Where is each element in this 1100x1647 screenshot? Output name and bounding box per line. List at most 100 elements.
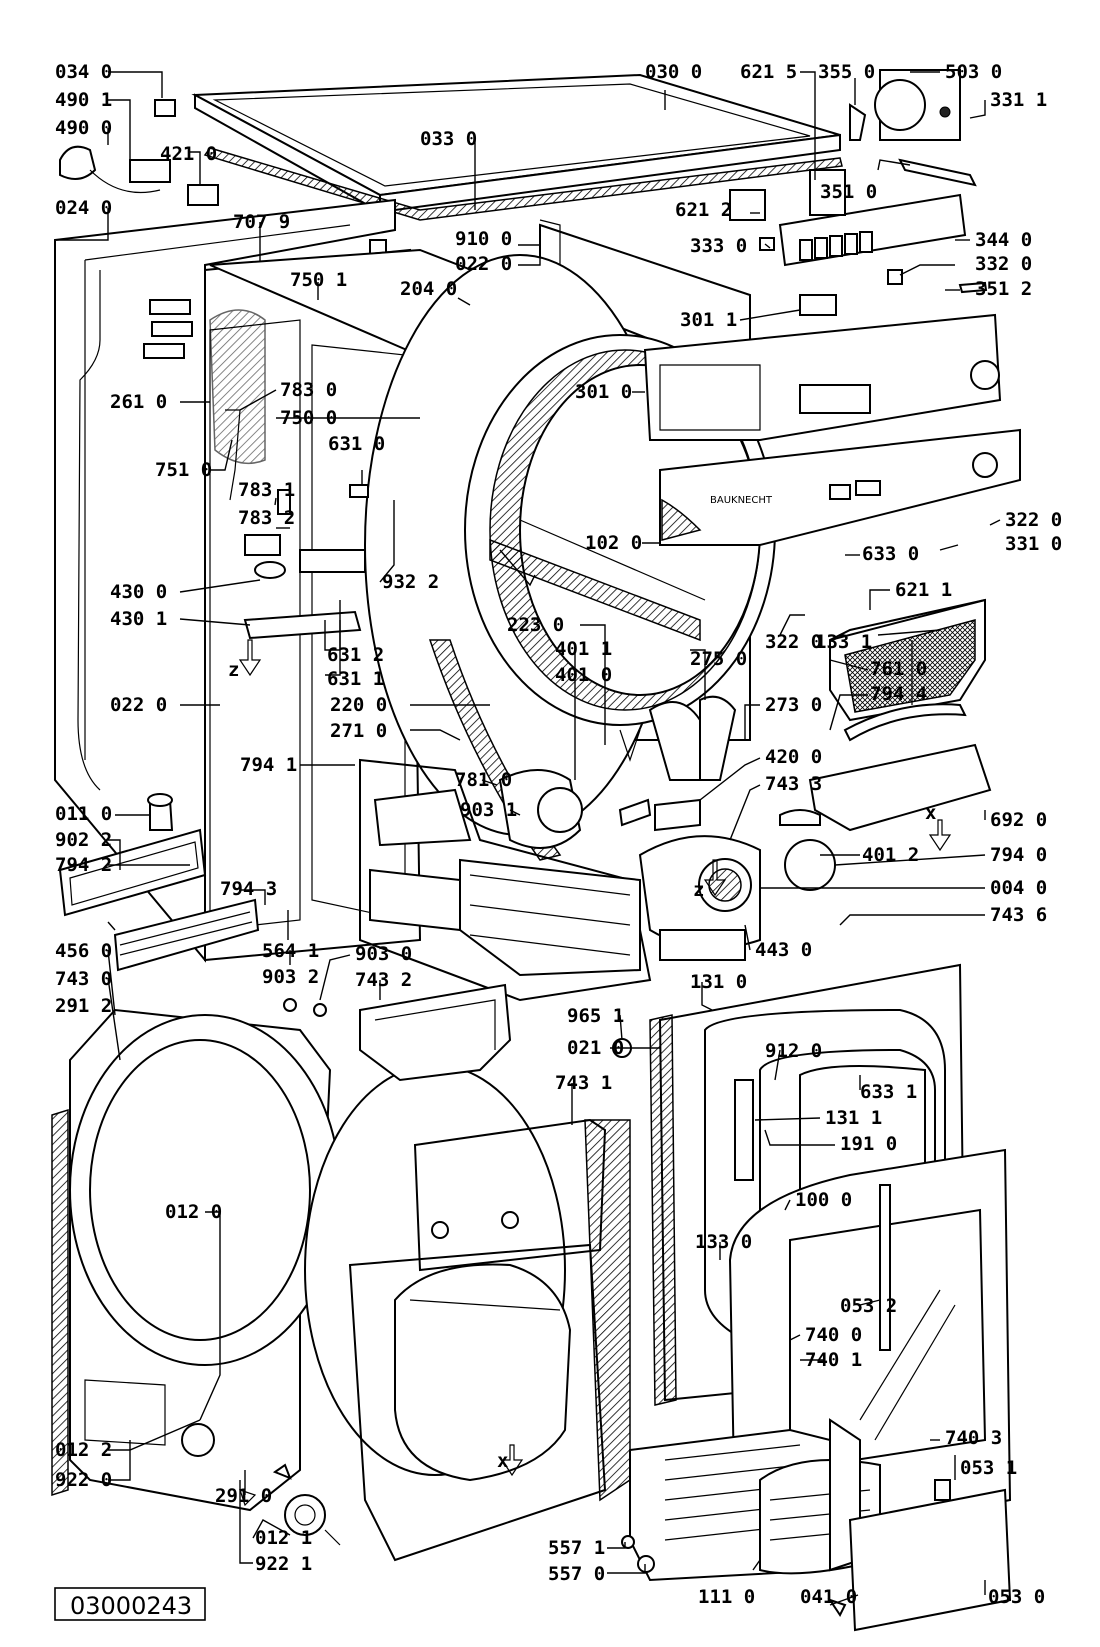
part-label-012-0: 012 0 bbox=[165, 1201, 222, 1223]
part-label-x-1: x bbox=[925, 802, 936, 824]
part-label-100-0: 100 0 bbox=[795, 1189, 852, 1211]
part-label-011-0: 011 0 bbox=[55, 803, 112, 825]
part-label-420-0: 420 0 bbox=[765, 746, 822, 768]
duct-cover-part bbox=[283, 983, 512, 1082]
part-label-331-1a: 331 1 bbox=[990, 89, 1047, 111]
document-number-box: 03000243 bbox=[54, 1587, 206, 1621]
part-label-443-0: 443 0 bbox=[755, 939, 812, 961]
part-label-223-0: 223 0 bbox=[507, 614, 564, 636]
part-label-220-0: 220 0 bbox=[330, 694, 387, 716]
part-label-204-0: 204 0 bbox=[400, 278, 457, 300]
part-label-041-0: 041 0 bbox=[800, 1586, 857, 1608]
part-label-794-0: 794 0 bbox=[990, 844, 1047, 866]
part-label-794-4: 794 4 bbox=[870, 683, 927, 705]
part-label-021-0: 021 0 bbox=[567, 1037, 624, 1059]
part-label-922-0: 922 0 bbox=[55, 1469, 112, 1491]
part-label-133-0: 133 0 bbox=[695, 1231, 752, 1253]
part-label-053-0: 053 0 bbox=[988, 1586, 1045, 1608]
heating-element-part bbox=[58, 793, 260, 972]
part-label-750-1: 750 1 bbox=[290, 269, 347, 291]
svg-text:BAUKNECHT: BAUKNECHT bbox=[710, 495, 773, 506]
part-label-024-0: 024 0 bbox=[55, 197, 112, 219]
part-label-322-0a: 322 0 bbox=[1005, 509, 1062, 531]
part-label-965-1: 965 1 bbox=[567, 1005, 624, 1027]
motor-assembly-part bbox=[498, 695, 761, 949]
part-label-621-2: 621 2 bbox=[675, 199, 732, 221]
document-number: 03000243 bbox=[70, 1592, 192, 1620]
part-label-743-6: 743 6 bbox=[990, 904, 1047, 926]
part-label-401-1: 401 1 bbox=[555, 638, 612, 660]
part-label-351-2: 351 2 bbox=[975, 278, 1032, 300]
part-label-743-0: 743 0 bbox=[55, 968, 112, 990]
part-label-351-0: 351 0 bbox=[820, 181, 877, 203]
part-label-004-0: 004 0 bbox=[990, 877, 1047, 899]
part-label-910-0: 910 0 bbox=[455, 228, 512, 250]
part-label-033-0: 033 0 bbox=[420, 128, 477, 150]
part-label-922-1: 922 1 bbox=[255, 1553, 312, 1575]
part-label-631-1: 631 1 bbox=[327, 668, 384, 690]
part-label-912-0: 912 0 bbox=[765, 1040, 822, 1062]
small-components-part bbox=[59, 99, 219, 206]
filter-assembly-part bbox=[808, 598, 992, 832]
part-label-133-1: 133 1 bbox=[815, 631, 872, 653]
part-label-430-1: 430 1 bbox=[110, 608, 167, 630]
part-label-490-1: 490 1 bbox=[55, 89, 112, 111]
part-label-503-0: 503 0 bbox=[945, 61, 1002, 83]
part-label-053-2: 053 2 bbox=[840, 1295, 897, 1317]
kick-plate-part bbox=[827, 1479, 1012, 1632]
part-label-707-9: 707 9 bbox=[233, 211, 290, 233]
rear-drum-panel-part bbox=[51, 1008, 341, 1512]
part-label-902-2: 902 2 bbox=[55, 829, 112, 851]
part-label-053-1: 053 1 bbox=[960, 1457, 1017, 1479]
part-label-291-2: 291 2 bbox=[55, 995, 112, 1017]
part-label-633-0: 633 0 bbox=[862, 543, 919, 565]
front-drum-support-part bbox=[304, 1064, 631, 1562]
part-label-333-0: 333 0 bbox=[690, 235, 747, 257]
part-label-740-0: 740 0 bbox=[805, 1324, 862, 1346]
part-label-261-0: 261 0 bbox=[110, 391, 167, 413]
part-label-191-0: 191 0 bbox=[840, 1133, 897, 1155]
part-label-102-0: 102 0 bbox=[585, 532, 642, 554]
part-label-621-5: 621 5 bbox=[740, 61, 797, 83]
part-label-111-0: 111 0 bbox=[698, 1586, 755, 1608]
part-label-743-3: 743 3 bbox=[765, 773, 822, 795]
part-label-z-1: z bbox=[228, 659, 239, 681]
leader-lines bbox=[55, 71, 1001, 1606]
part-label-030-0: 030 0 bbox=[645, 61, 702, 83]
part-label-751-0: 751 0 bbox=[155, 459, 212, 481]
parts-drawing: BAUKNECHT bbox=[51, 69, 1021, 1632]
side-panel-part bbox=[204, 248, 422, 962]
part-label-794-2: 794 2 bbox=[55, 854, 112, 876]
part-label-740-3: 740 3 bbox=[945, 1427, 1002, 1449]
part-label-430-0: 430 0 bbox=[110, 581, 167, 603]
part-label-903-1: 903 1 bbox=[460, 799, 517, 821]
part-label-z-2: z bbox=[693, 879, 704, 901]
rear-panel-part bbox=[54, 198, 396, 963]
part-label-903-0: 903 0 bbox=[355, 943, 412, 965]
part-label-275-0: 275 0 bbox=[690, 648, 747, 670]
part-label-740-1: 740 1 bbox=[805, 1349, 862, 1371]
part-label-783-2: 783 2 bbox=[238, 507, 295, 529]
part-label-761-0: 761 0 bbox=[870, 658, 927, 680]
control-panel-part: BAUKNECHT bbox=[643, 313, 1021, 546]
part-label-022-0a: 022 0 bbox=[455, 253, 512, 275]
part-label-401-2: 401 2 bbox=[862, 844, 919, 866]
part-label-344-0: 344 0 bbox=[975, 229, 1032, 251]
direction-markers bbox=[238, 639, 952, 1507]
part-label-322-0b: 322 0 bbox=[765, 631, 822, 653]
part-label-633-1: 633 1 bbox=[860, 1081, 917, 1103]
electronics-part bbox=[729, 69, 988, 316]
part-label-794-1: 794 1 bbox=[240, 754, 297, 776]
part-label-355-0: 355 0 bbox=[818, 61, 875, 83]
part-label-564-1: 564 1 bbox=[262, 940, 319, 962]
part-label-794-3: 794 3 bbox=[220, 878, 277, 900]
part-label-131-1: 131 1 bbox=[825, 1107, 882, 1129]
part-label-743-1: 743 1 bbox=[555, 1072, 612, 1094]
part-label-631-2: 631 2 bbox=[327, 644, 384, 666]
part-label-022-0b: 022 0 bbox=[110, 694, 167, 716]
part-label-131-0: 131 0 bbox=[690, 971, 747, 993]
part-label-271-0: 271 0 bbox=[330, 720, 387, 742]
part-label-421-0: 421 0 bbox=[160, 143, 217, 165]
